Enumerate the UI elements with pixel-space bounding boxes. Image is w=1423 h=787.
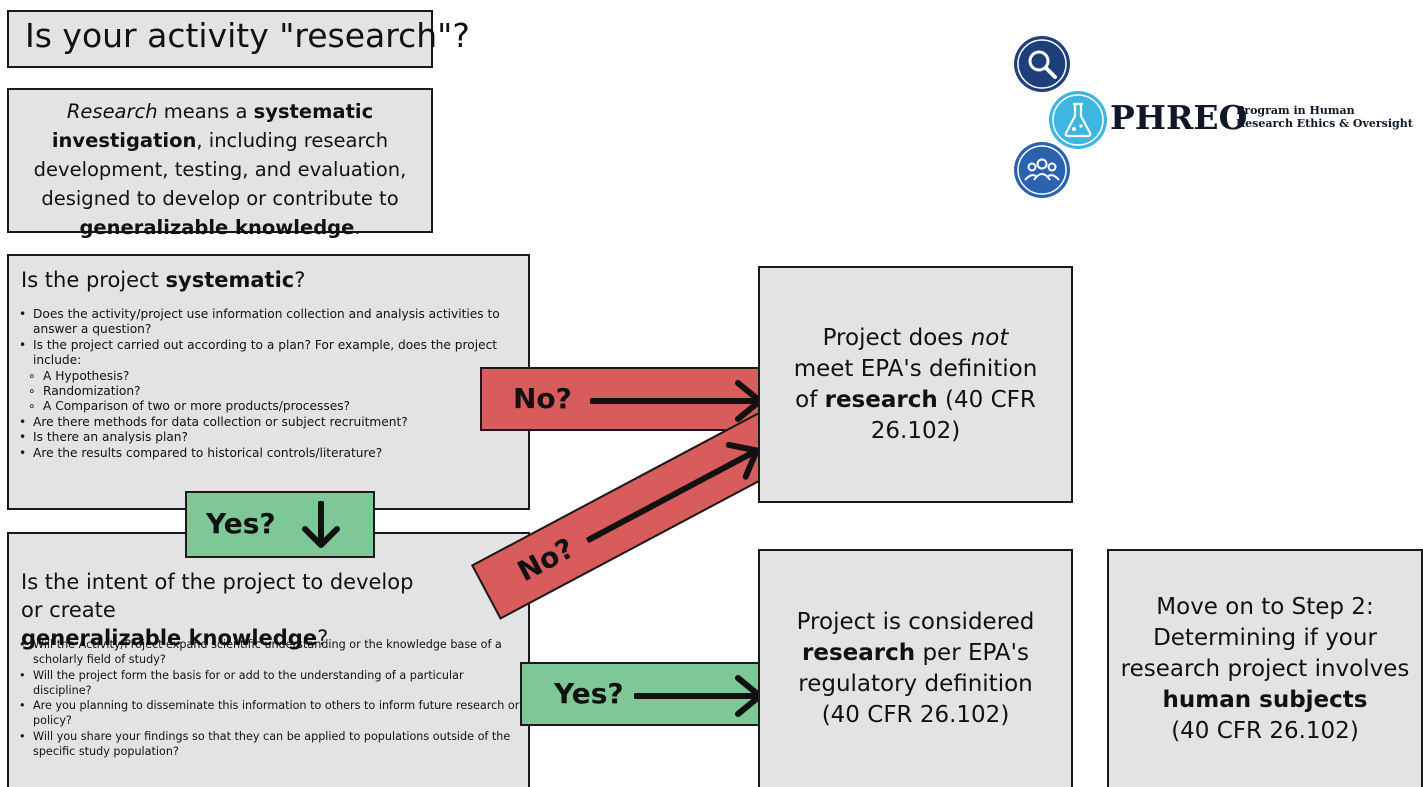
no-arrow-tag-generalizable: No? [471,411,790,620]
question-part: Is the intent of the project to develop … [21,570,414,622]
generalizable-question-box: Is the intent of the project to develop … [7,532,530,787]
list-item: Will you share your findings so that the… [19,729,524,760]
generalizable-criteria-list: Will the Activity/Project expand scienti… [19,637,524,759]
list-item: Will the project form the basis for or a… [19,668,524,699]
not-research-result-box: Project does not meet EPA's definition o… [758,266,1073,503]
result-bold: research [824,386,938,413]
result-line: Project is considered [796,609,1035,635]
list-item: Are you planning to disseminate this inf… [19,698,524,729]
systematic-question-box: Is the project systematic? Does the acti… [7,254,530,510]
question-bold: systematic [165,268,295,292]
not-research-text: Project does not meet EPA's definition o… [794,323,1038,447]
result-line: of [795,386,825,413]
yes-label: Yes? [554,677,624,710]
is-research-text: Project is considered research per EPA's… [797,607,1035,731]
result-line: (40 CFR 26.102) [1171,717,1359,744]
no-arrow-tag-systematic: No? [480,367,770,431]
logo-brand: PHREO [1110,98,1248,137]
arrow-down-icon [302,501,340,548]
yes-label: Yes? [206,507,276,540]
question-part: Is the project [21,268,166,292]
sub-list-item: Randomization? [19,384,524,400]
list-item: Is there an analysis plan? [19,430,524,446]
flask-icon [1049,91,1107,149]
logo-tagline-1: Program in Human [1236,104,1355,117]
systematic-criteria-list: Does the activity/project use informatio… [19,307,524,461]
is-research-result-box: Project is considered research per EPA's… [758,549,1073,787]
magnifier-icon [1014,36,1070,92]
list-item: Does the activity/project use informatio… [19,307,524,338]
definition-bold-systematic: systematic investigation [51,100,374,152]
definition-text: Research means a systematic investigatio… [9,90,431,242]
result-line: per EPA's [915,640,1029,666]
result-line: Determining if your [1153,624,1377,651]
list-item: Are the results compared to historical c… [19,446,524,462]
logo-tagline-2: Research Ethics & Oversight [1236,117,1413,130]
result-line: meet EPA's definition [793,355,1038,382]
definition-part: , including research development, testin… [33,129,407,210]
list-item: Are there methods for data collection or… [19,415,524,431]
definition-bold-generalizable: generalizable knowledge [79,216,355,239]
question-part: ? [294,268,306,292]
result-line: 26.102) [870,417,961,444]
result-bold: human subjects [1162,686,1368,713]
arrow-right-icon [585,441,760,543]
definition-box: Research means a systematic investigatio… [7,88,433,239]
result-bold: research [802,640,916,666]
list-item: Will the Activity/Project expand scienti… [19,637,524,668]
systematic-question: Is the project systematic? [21,268,305,292]
logo-icons [1014,36,1107,198]
title-box: Is your activity "research"? [7,10,470,68]
definition-end: . [354,216,361,239]
definition-term: Research [66,100,158,123]
no-label: No? [512,531,580,589]
step2-text: Move on to Step 2: Determining if your r… [1121,592,1410,747]
result-emphasis: not [970,324,1009,351]
step2-box: Move on to Step 2: Determining if your r… [1107,549,1423,787]
result-line: research project involves [1120,655,1410,682]
yes-arrow-tag-generalizable: Yes? [520,662,770,726]
sub-list-item: A Hypothesis? [19,369,524,385]
result-line: Move on to Step 2: [1156,593,1374,620]
arrow-right-icon [634,675,763,717]
sub-list-item: A Comparison of two or more products/pro… [19,399,524,415]
definition-part: means a [157,100,254,123]
result-line: (40 CFR 26.102) [821,702,1010,728]
no-label: No? [513,382,572,415]
list-item: Is the project carried out according to … [19,338,524,369]
yes-down-arrow-tag: Yes? [185,491,375,558]
arrow-right-icon [590,380,763,422]
people-icon [1014,142,1070,198]
result-line: regulatory definition [798,671,1033,697]
page-title: Is your activity "research"? [25,16,470,55]
result-line: Project does [822,324,971,351]
result-line: (40 CFR [937,386,1036,413]
